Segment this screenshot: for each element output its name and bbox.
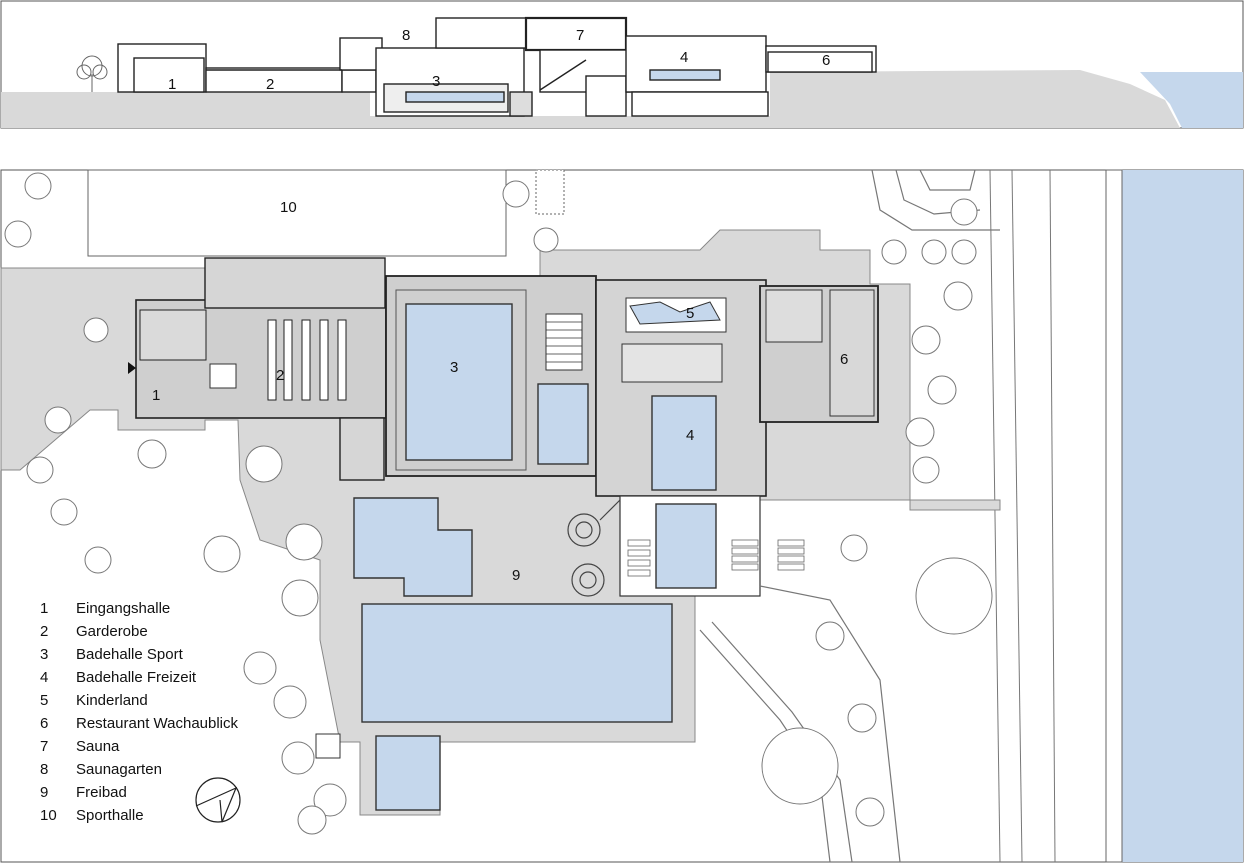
legend-text: Kinderland (76, 692, 148, 709)
promenade (989, 169, 1056, 863)
plan-label-6: 6 (840, 351, 848, 368)
freibad-pool-2 (361, 603, 673, 723)
plan-label-1: 1 (152, 387, 160, 404)
freibad-pool-3 (375, 735, 441, 811)
site-plan: 1 2 3 4 5 6 9 10 (0, 169, 1244, 863)
north-path (535, 169, 565, 215)
plan-label-4: 4 (686, 427, 694, 444)
legend-text: Sporthalle (76, 807, 144, 824)
legend-item: 1 Eingangshalle (40, 598, 300, 621)
small-basin (315, 733, 341, 759)
legend-item: 8 Saunagarten (40, 759, 300, 782)
section-building (117, 16, 877, 117)
plan-label-9: 9 (512, 567, 520, 584)
section-river (1140, 72, 1243, 128)
section-tree-icon (76, 55, 108, 92)
leisure-pool (651, 395, 717, 491)
legend-number: 10 (40, 807, 57, 824)
legend: 1 Eingangshalle 2 Garderobe 3 Badehalle Spo… (40, 598, 300, 828)
legend-number: 3 (40, 646, 49, 663)
legend-text: Badehalle Freizeit (76, 669, 197, 686)
plan-label-10: 10 (280, 199, 297, 216)
legend-item: 9 Freibad (40, 782, 300, 805)
legend-text: Garderobe (76, 623, 148, 640)
legend-text: Restaurant Wachaublick (76, 715, 239, 732)
legend-text: Sauna (76, 738, 120, 755)
section-label-8: 8 (402, 27, 410, 44)
sporthalle-field (87, 169, 507, 257)
water-slide (567, 499, 621, 597)
main-building (128, 257, 879, 597)
section-label-4: 4 (680, 49, 688, 66)
legend-number: 4 (40, 669, 49, 686)
garderobe-lockers (267, 319, 347, 401)
building-section: 1 2 3 4 6 7 8 (0, 0, 1244, 129)
section-label-6: 6 (822, 52, 830, 69)
legend-number: 9 (40, 784, 49, 801)
plan-label-5: 5 (686, 305, 694, 322)
section-label-2: 2 (266, 76, 274, 93)
teaching-pool (537, 383, 589, 465)
legend-item: 4 Badehalle Freizeit (40, 667, 300, 690)
entrance-arrow-icon (128, 362, 136, 374)
section-label-1: 1 (168, 76, 176, 93)
legend-number: 2 (40, 623, 49, 640)
legend-item: 2 Garderobe (40, 621, 300, 644)
legend-item: 5 Kinderland (40, 690, 300, 713)
stands (545, 313, 583, 371)
legend-item: 7 Sauna (40, 736, 300, 759)
legend-item: 6 Restaurant Wachaublick (40, 713, 300, 736)
outdoor-leisure-pool (655, 503, 717, 589)
legend-number: 1 (40, 600, 49, 617)
legend-item: 3 Badehalle Sport (40, 644, 300, 667)
legend-number: 5 (40, 692, 49, 709)
sport-pool (405, 303, 513, 461)
legend-text: Badehalle Sport (76, 646, 183, 663)
section-terrain (1, 70, 1180, 128)
legend-item: 10 Sporthalle (40, 805, 300, 828)
trees (4, 172, 993, 835)
freibad-pool-1 (353, 497, 473, 597)
plan-label-3: 3 (450, 359, 458, 376)
legend-text: Eingangshalle (76, 600, 171, 617)
section-label-3: 3 (432, 73, 440, 90)
plan-label-2: 2 (276, 367, 284, 384)
river (1122, 170, 1243, 862)
riverbank (1105, 169, 1123, 863)
sun-loungers (627, 539, 805, 577)
section-label-7: 7 (576, 27, 584, 44)
legend-text: Freibad (76, 784, 127, 801)
legend-number: 6 (40, 715, 49, 732)
legend-number: 8 (40, 761, 49, 778)
legend-number: 7 (40, 738, 49, 755)
legend-text: Saunagarten (76, 761, 162, 778)
kinderland-pool (629, 301, 721, 325)
north-arrow-icon (195, 777, 241, 823)
